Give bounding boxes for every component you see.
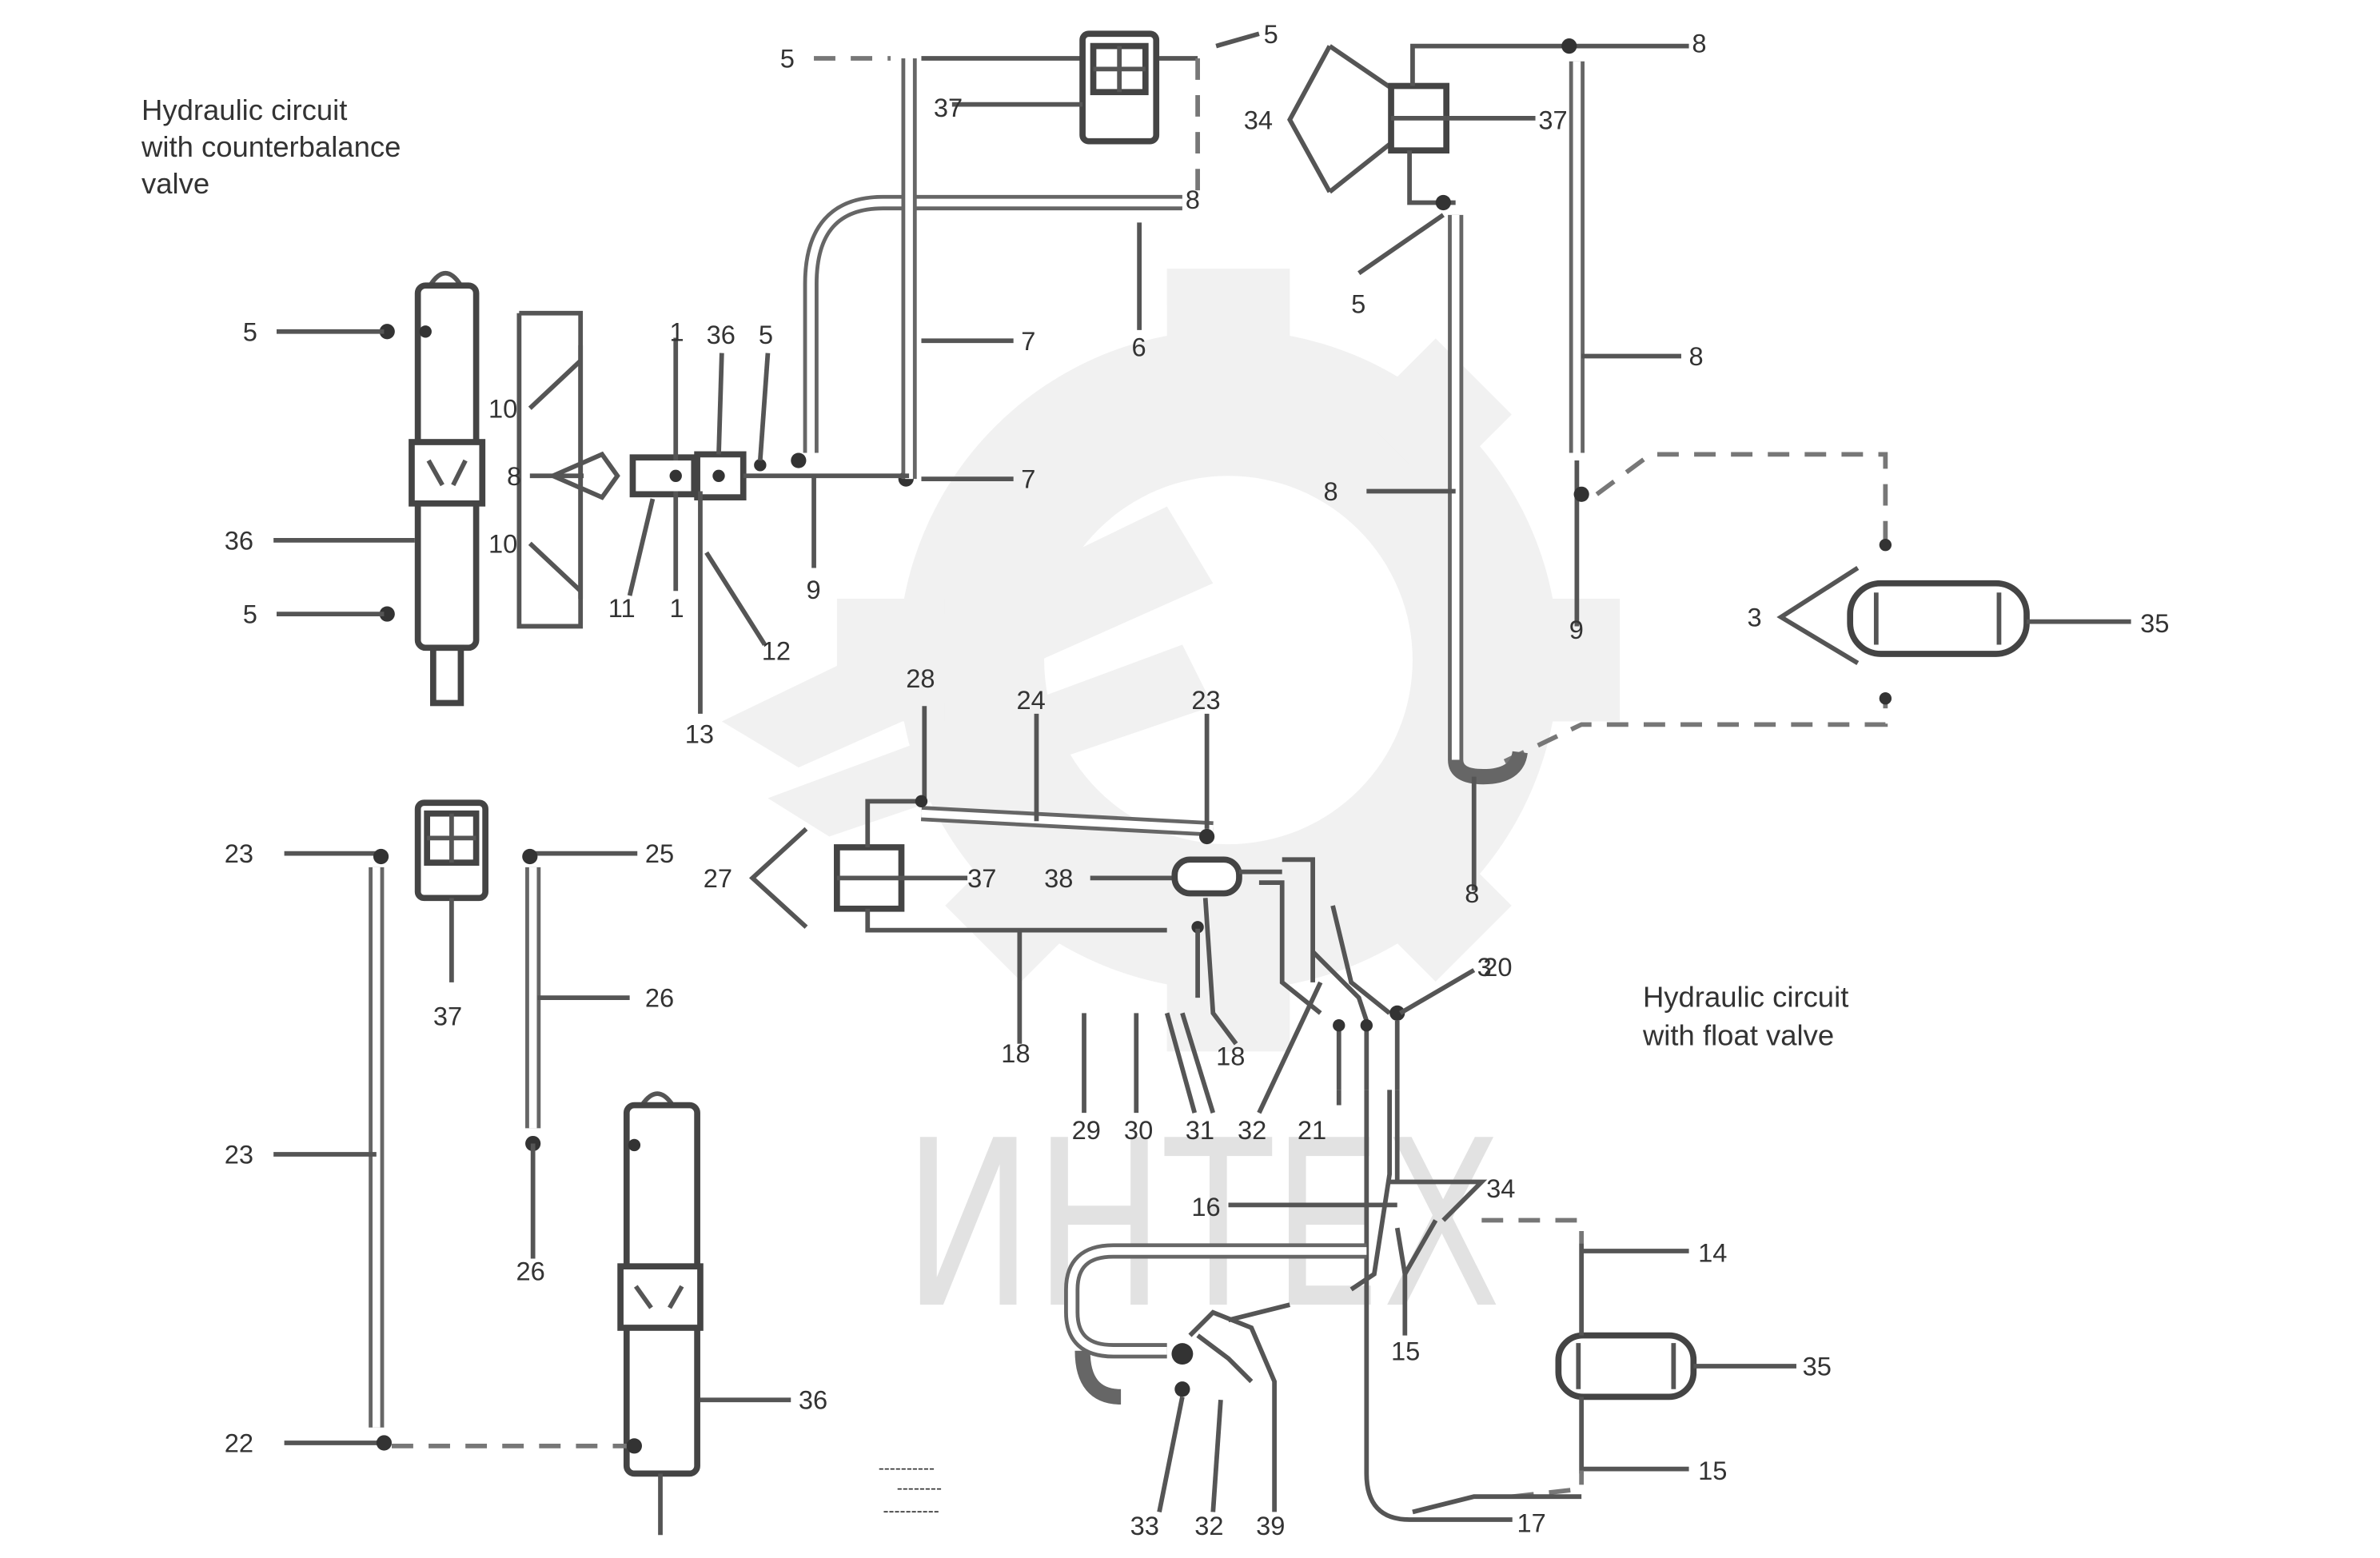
label-top-n: 8 bbox=[1324, 476, 1338, 506]
label-mid-e: 1 bbox=[670, 593, 684, 623]
label-right-c: 35 bbox=[2140, 608, 2169, 638]
label-mid-b: 36 bbox=[707, 320, 736, 349]
label-mid-f: 12 bbox=[762, 636, 791, 666]
part-labels: 5 37 5 34 37 8 8 7 6 7 8 5 9 8 5 10 8 36… bbox=[225, 19, 2170, 1540]
label-ctr-e: 37 bbox=[967, 863, 996, 893]
center-small-cylinder bbox=[1171, 856, 1282, 897]
watermark-text: ИНТЕХ bbox=[903, 1091, 1501, 1359]
label-mid-g: 13 bbox=[685, 719, 714, 748]
label-ctr-d: 27 bbox=[704, 863, 732, 893]
label-mid-c: 5 bbox=[759, 320, 773, 349]
label-flt-a: 16 bbox=[1191, 1192, 1220, 1221]
doc-code-line3: ---------- bbox=[883, 1502, 939, 1520]
lower-right-cylinder bbox=[1555, 1243, 1796, 1474]
label-flt-c: 15 bbox=[1391, 1336, 1420, 1365]
label-bot-d: 32 bbox=[1238, 1115, 1266, 1145]
lower-left-valve bbox=[414, 799, 488, 982]
bottom-fitting-cluster bbox=[1157, 1302, 1291, 1512]
label-top-i: 6 bbox=[1132, 332, 1146, 361]
label-bot-b: 30 bbox=[1124, 1115, 1153, 1145]
label-low-b: 37 bbox=[433, 1002, 462, 1031]
label-flt-e: 35 bbox=[1803, 1351, 1832, 1381]
label-left-c: 8 bbox=[507, 461, 521, 491]
label-left-b: 10 bbox=[488, 393, 517, 423]
label-ctr-g: 18 bbox=[1001, 1038, 1030, 1068]
label-top-j: 7 bbox=[1021, 464, 1035, 494]
doc-code-line2: -------- bbox=[897, 1479, 942, 1497]
caption-counterbalance-line3: valve bbox=[142, 167, 209, 200]
label-bot-a: 29 bbox=[1072, 1115, 1101, 1145]
caption-counterbalance-line2: with counterbalance bbox=[141, 130, 401, 163]
label-ctr-b: 24 bbox=[1017, 685, 1046, 715]
doc-code-line1: ---------- bbox=[879, 1459, 935, 1477]
label-left-f: 5 bbox=[243, 600, 257, 629]
label-ctr-a: 28 bbox=[906, 663, 935, 693]
label-right-b: 3 bbox=[1748, 602, 1762, 632]
label-low-a: 23 bbox=[225, 839, 253, 868]
caption-float-line2: with float valve bbox=[1642, 1019, 1834, 1052]
label-bot-c: 31 bbox=[1186, 1115, 1214, 1145]
upper-right-cylinder bbox=[1776, 538, 2131, 705]
label-low-g: 22 bbox=[225, 1428, 253, 1458]
label-ctr-h: 18 bbox=[1216, 1042, 1245, 1071]
label-top-k: 8 bbox=[1689, 341, 1704, 371]
label-low-d: 26 bbox=[645, 983, 674, 1013]
label-low-c: 25 bbox=[645, 839, 674, 868]
label-mid-d: 11 bbox=[608, 593, 636, 623]
label-mid-h: 9 bbox=[806, 575, 820, 604]
top-right-valve bbox=[1287, 43, 1689, 205]
label-top-d: 34 bbox=[1244, 105, 1273, 134]
label-foot-a: 33 bbox=[1130, 1511, 1159, 1540]
label-left-d: 36 bbox=[225, 525, 253, 555]
label-foot-b: 32 bbox=[1194, 1511, 1223, 1540]
upper-valve-assembly bbox=[516, 310, 914, 629]
caption-float-line1: Hydraulic circuit bbox=[1643, 981, 1848, 1014]
label-bot-e: 21 bbox=[1298, 1115, 1326, 1145]
label-flt-d: 14 bbox=[1698, 1237, 1727, 1267]
label-top-b: 37 bbox=[934, 93, 963, 122]
leader-lines bbox=[273, 31, 1260, 714]
lower-lift-cylinder bbox=[617, 1091, 704, 1536]
label-top-f: 8 bbox=[1692, 28, 1706, 58]
center-control-valve bbox=[748, 799, 1167, 933]
upper-lift-cylinder bbox=[379, 270, 486, 707]
caption-counterbalance-line1: Hydraulic circuit bbox=[142, 94, 347, 126]
top-check-valve bbox=[1079, 30, 1160, 145]
label-left-a: 5 bbox=[243, 317, 257, 346]
label-ctr-f: 38 bbox=[1044, 863, 1073, 893]
label-flt-g: 17 bbox=[1517, 1508, 1546, 1537]
label-flt-f: 15 bbox=[1698, 1456, 1727, 1485]
label-ctr-c: 23 bbox=[1191, 685, 1220, 715]
label-top-l: 5 bbox=[1351, 289, 1365, 319]
label-low-f: 26 bbox=[516, 1256, 545, 1285]
label-top-h: 7 bbox=[1021, 326, 1035, 356]
gear-logo-icon bbox=[721, 269, 1621, 1052]
label-bot-f: 20 bbox=[1483, 952, 1512, 982]
label-top-m: 9 bbox=[1569, 615, 1584, 644]
label-top-a: 5 bbox=[780, 43, 795, 73]
label-mid-a: 1 bbox=[670, 317, 684, 346]
label-foot-c: 39 bbox=[1256, 1511, 1285, 1540]
label-left-e: 10 bbox=[488, 528, 517, 558]
label-flt-b: 34 bbox=[1486, 1173, 1515, 1203]
label-top-g: 8 bbox=[1186, 185, 1200, 214]
label-right-d: 3 bbox=[1477, 952, 1492, 982]
label-low-e: 23 bbox=[225, 1140, 253, 1169]
label-top-e: 37 bbox=[1538, 105, 1567, 134]
label-top-c: 5 bbox=[1264, 19, 1278, 49]
label-low-h: 36 bbox=[799, 1385, 827, 1415]
label-right-a: 8 bbox=[1465, 879, 1479, 908]
float-valve bbox=[1228, 1179, 1488, 1336]
